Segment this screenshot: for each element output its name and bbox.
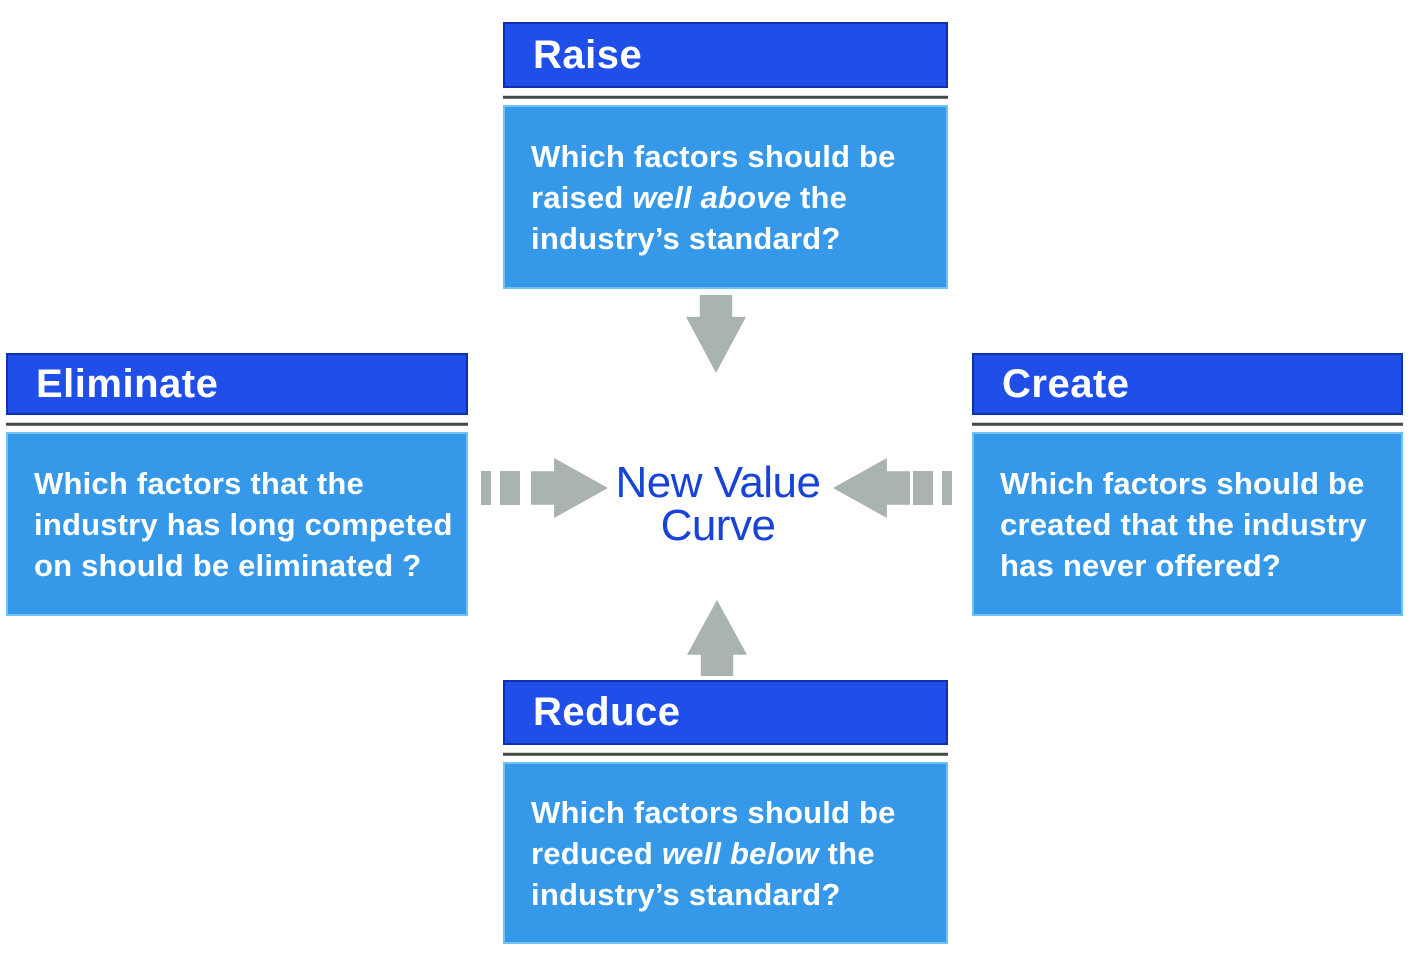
arrow-right-icon	[531, 458, 608, 518]
create-question-line2: created that the industry	[1000, 506, 1367, 542]
raise-question-line2-italic: well above	[632, 179, 792, 215]
new-value-curve-line2: Curve	[660, 501, 776, 550]
arrow-left-icon	[833, 458, 910, 518]
dash-segment	[942, 471, 952, 505]
reduce-header: Reduce	[503, 680, 948, 745]
eliminate-title: Eliminate	[36, 361, 219, 406]
reduce-question-line2-post: the	[818, 835, 875, 871]
raise-separator-line	[503, 95, 948, 99]
reduce-question-line2-italic: well below	[661, 835, 819, 871]
arrow-up-icon	[687, 600, 747, 676]
create-panel: Create Which factors should be created t…	[972, 353, 1403, 616]
raise-panel: Raise Which factors should be raised wel…	[503, 22, 948, 289]
raise-title: Raise	[533, 32, 643, 77]
create-question-line3: has never offered?	[1000, 547, 1281, 583]
eliminate-panel: Eliminate Which factors that the industr…	[6, 353, 468, 616]
reduce-panel: Reduce Which factors should be reduced w…	[503, 680, 948, 944]
arrow-down-icon	[686, 295, 746, 373]
create-question-line1: Which factors should be	[1000, 465, 1365, 501]
new-value-curve-label: New Value Curve	[598, 458, 838, 550]
create-title: Create	[1002, 361, 1130, 406]
reduce-title: Reduce	[533, 690, 681, 734]
create-separator-line	[972, 422, 1403, 426]
reduce-question: Which factors should be reduced well bel…	[503, 762, 948, 944]
raise-question: Which factors should be raised well abov…	[503, 105, 948, 289]
dash-segment	[481, 471, 491, 505]
raise-question-line2-pre: raised	[531, 179, 633, 215]
raise-question-line3: industry’s standard?	[531, 220, 841, 256]
reduce-question-line3: industry’s standard?	[531, 876, 841, 912]
reduce-question-line1: Which factors should be	[531, 794, 896, 830]
raise-question-line2-post: the	[791, 179, 848, 215]
eliminate-question: Which factors that the industry has long…	[6, 432, 468, 616]
eliminate-question-line2: industry has long competed	[34, 506, 453, 542]
eliminate-separator-line	[6, 422, 468, 426]
dash-segment	[913, 471, 933, 505]
raise-question-line1: Which factors should be	[531, 138, 896, 174]
eliminate-question-line1: Which factors that the	[34, 465, 364, 501]
reduce-separator-line	[503, 752, 948, 756]
dash-segment	[500, 471, 520, 505]
new-value-curve-line1: New Value	[615, 458, 821, 507]
raise-header: Raise	[503, 22, 948, 88]
create-header: Create	[972, 353, 1403, 415]
eliminate-question-line3: on should be eliminated ?	[34, 547, 422, 583]
eliminate-header: Eliminate	[6, 353, 468, 415]
reduce-question-line2-pre: reduced	[531, 835, 662, 871]
create-question: Which factors should be created that the…	[972, 432, 1403, 616]
